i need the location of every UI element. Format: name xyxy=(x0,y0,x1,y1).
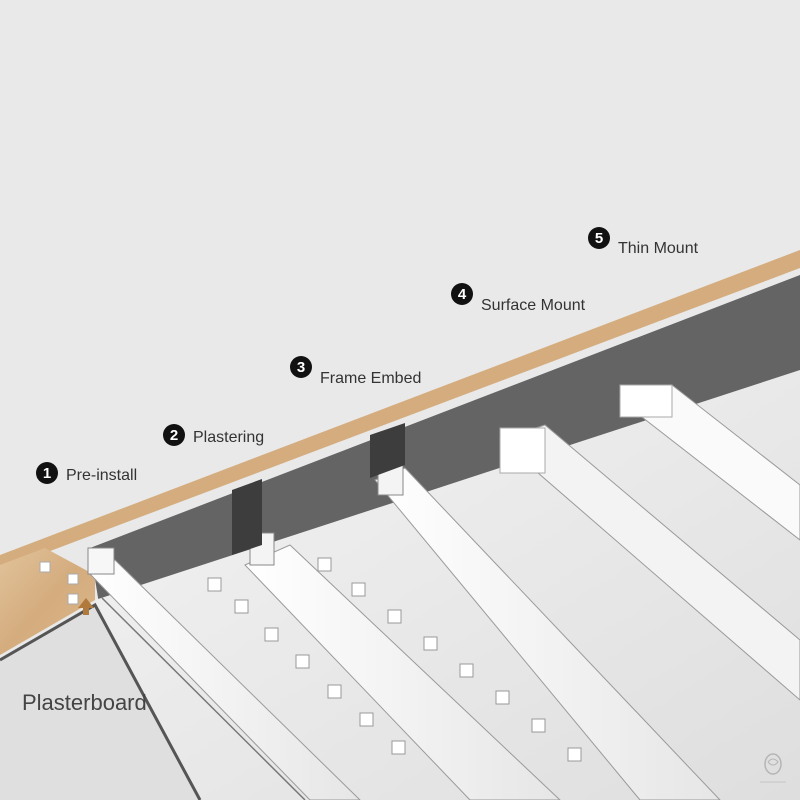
step-1-number: 1 xyxy=(36,462,58,484)
step-3-number: 3 xyxy=(290,356,312,378)
ceiling-recess xyxy=(90,275,800,610)
plasterboard-label: Plasterboard xyxy=(22,690,147,715)
wood-joist xyxy=(0,250,800,570)
step-3-text: Frame Embed xyxy=(320,370,422,387)
step-5-label: 5 Thin Mount xyxy=(588,227,698,257)
profile-plastering xyxy=(244,544,561,800)
pre-install-clips xyxy=(39,561,79,605)
step-5-text: Thin Mount xyxy=(618,240,699,257)
profile-cap-5 xyxy=(619,384,673,418)
profile-edge-line xyxy=(101,597,306,800)
plasterboard-surface xyxy=(0,605,200,800)
dark-gap-2 xyxy=(232,479,262,555)
plasterboard-edge xyxy=(0,602,202,800)
step-1-text: Pre-install xyxy=(66,467,138,484)
step-4-text: Surface Mount xyxy=(481,297,586,314)
step-2-label: 2 Plastering xyxy=(163,424,264,446)
ceiling-surface xyxy=(95,370,800,800)
profile-cap-1 xyxy=(87,547,115,575)
mounting-clips xyxy=(207,557,582,762)
step-5-number: 5 xyxy=(588,227,610,249)
brand-logo-icon xyxy=(760,753,786,783)
step-2-text: Plastering xyxy=(193,429,265,446)
step-2-number: 2 xyxy=(163,424,185,446)
step-1-label: 1 Pre-install xyxy=(36,462,137,484)
profile-cap-4 xyxy=(499,427,546,474)
step-4-number: 4 xyxy=(451,283,473,305)
step-3-label: 3 Frame Embed xyxy=(290,356,421,387)
up-arrow-icon xyxy=(78,598,94,615)
dark-gap-3 xyxy=(370,423,405,478)
step-4-label: 4 Surface Mount xyxy=(451,283,585,314)
